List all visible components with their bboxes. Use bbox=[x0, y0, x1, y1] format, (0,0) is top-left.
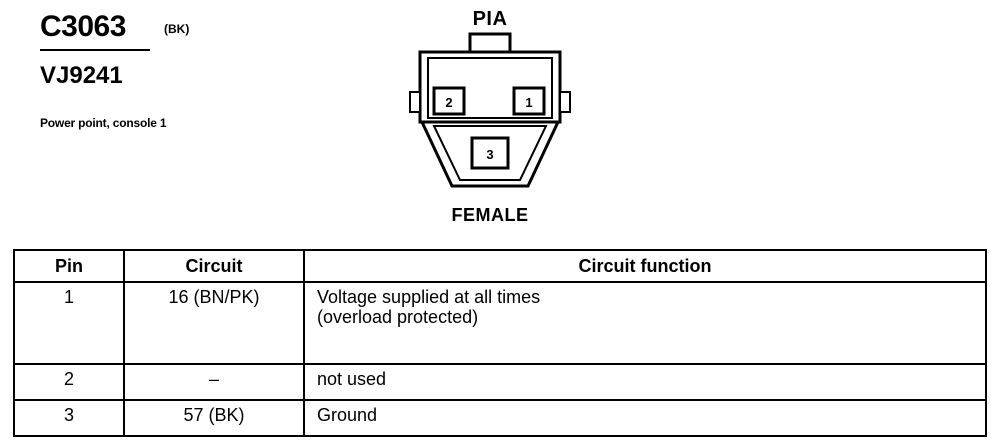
header-pin: Pin bbox=[13, 249, 125, 283]
header-circuit-function: Circuit function bbox=[303, 249, 987, 283]
pin-table: Pin Circuit Circuit function 1 16 (BN/PK… bbox=[13, 249, 987, 437]
row-pin: 3 bbox=[13, 399, 125, 437]
table-header-row: Pin Circuit Circuit function bbox=[13, 249, 987, 283]
row-function: Voltage supplied at all times (overload … bbox=[303, 281, 987, 365]
connector-color: (BK) bbox=[164, 22, 190, 36]
connector-id: C3063 bbox=[40, 10, 126, 43]
table-row: 3 57 (BK) Ground bbox=[13, 399, 987, 437]
part-number: VJ9241 bbox=[40, 62, 123, 89]
connector-description: Power point, console 1 bbox=[40, 116, 167, 130]
cavity-3-box bbox=[470, 136, 510, 170]
header-circuit: Circuit bbox=[123, 249, 305, 283]
row-pin: 2 bbox=[13, 363, 125, 401]
row-function-line: not used bbox=[317, 369, 387, 389]
row-function: not used bbox=[303, 363, 987, 401]
row-function-line: Ground bbox=[317, 405, 378, 425]
connector-housing-lower-inner bbox=[432, 125, 548, 181]
connector-side-tab-left bbox=[409, 91, 421, 113]
row-pin: 1 bbox=[13, 281, 125, 365]
cavity-2-label: 2 bbox=[445, 95, 452, 110]
connector-side-tab-right bbox=[559, 91, 571, 113]
view-bottom-label: FEMALE bbox=[451, 205, 529, 225]
view-top-label: PIA bbox=[472, 8, 508, 30]
table-row: 1 16 (BN/PK) Voltage supplied at all tim… bbox=[13, 281, 987, 365]
connector-id-underline bbox=[40, 49, 150, 51]
row-function: Ground bbox=[303, 399, 987, 437]
connector-housing-inner bbox=[427, 57, 553, 119]
row-circuit: 16 (BN/PK) bbox=[123, 281, 305, 365]
row-function-line: Voltage supplied at all times bbox=[317, 287, 541, 307]
cavity-3-label: 3 bbox=[486, 147, 493, 162]
cavity-1-label: 1 bbox=[525, 95, 532, 110]
cavity-2-box bbox=[432, 86, 466, 116]
cavity-1-box bbox=[512, 86, 546, 116]
table-row: 2 – not used bbox=[13, 363, 987, 401]
row-function-line: (overload protected) bbox=[317, 307, 479, 327]
row-circuit: 57 (BK) bbox=[123, 399, 305, 437]
row-circuit: – bbox=[123, 363, 305, 401]
connector-face-diagram: 2 1 3 bbox=[409, 32, 571, 188]
